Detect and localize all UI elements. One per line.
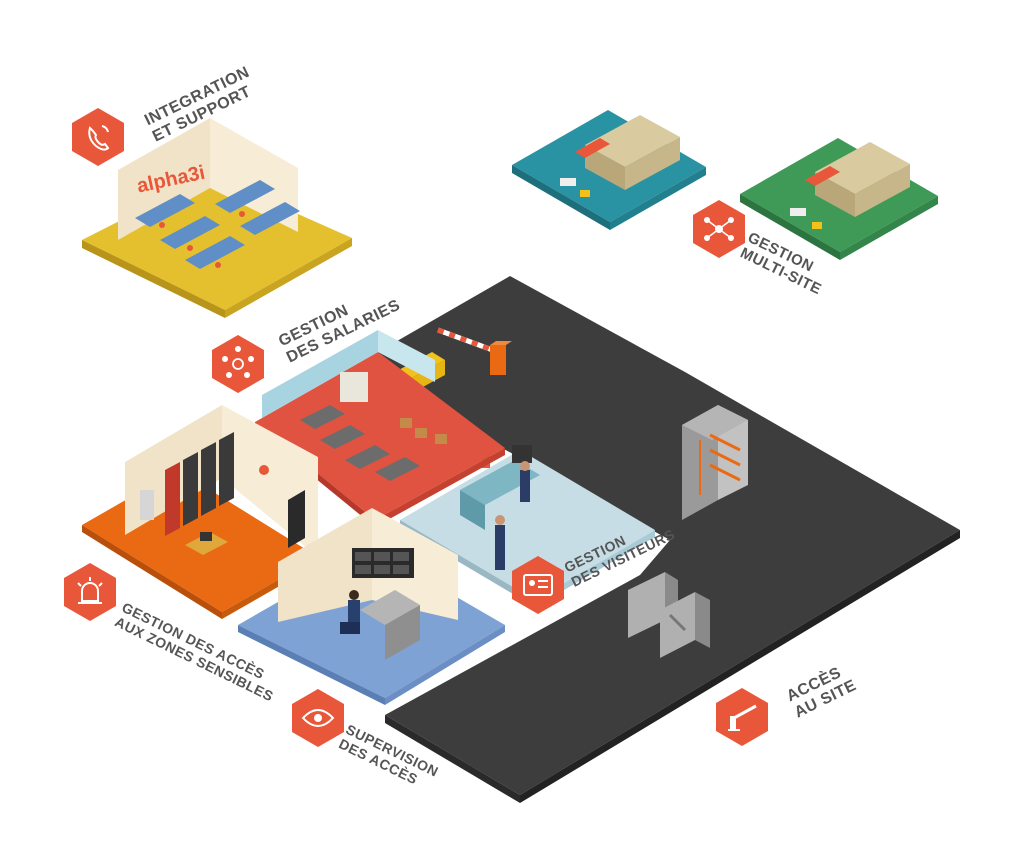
server-room — [82, 405, 318, 619]
id-card-icon — [512, 556, 564, 614]
road-barrier — [437, 327, 512, 375]
tripod-turnstiles — [628, 572, 710, 658]
alarm-icon — [64, 563, 116, 621]
network-icon — [693, 200, 745, 258]
barrier-icon — [716, 688, 768, 746]
phone-icon — [72, 108, 124, 166]
people-network-icon — [212, 335, 264, 393]
office-room — [82, 118, 352, 318]
site-tile-green — [740, 138, 938, 260]
eye-icon — [292, 689, 344, 747]
road — [378, 276, 960, 803]
site-tile-teal — [512, 110, 706, 230]
monitoring-room — [238, 508, 505, 705]
full-height-turnstile — [682, 405, 748, 520]
